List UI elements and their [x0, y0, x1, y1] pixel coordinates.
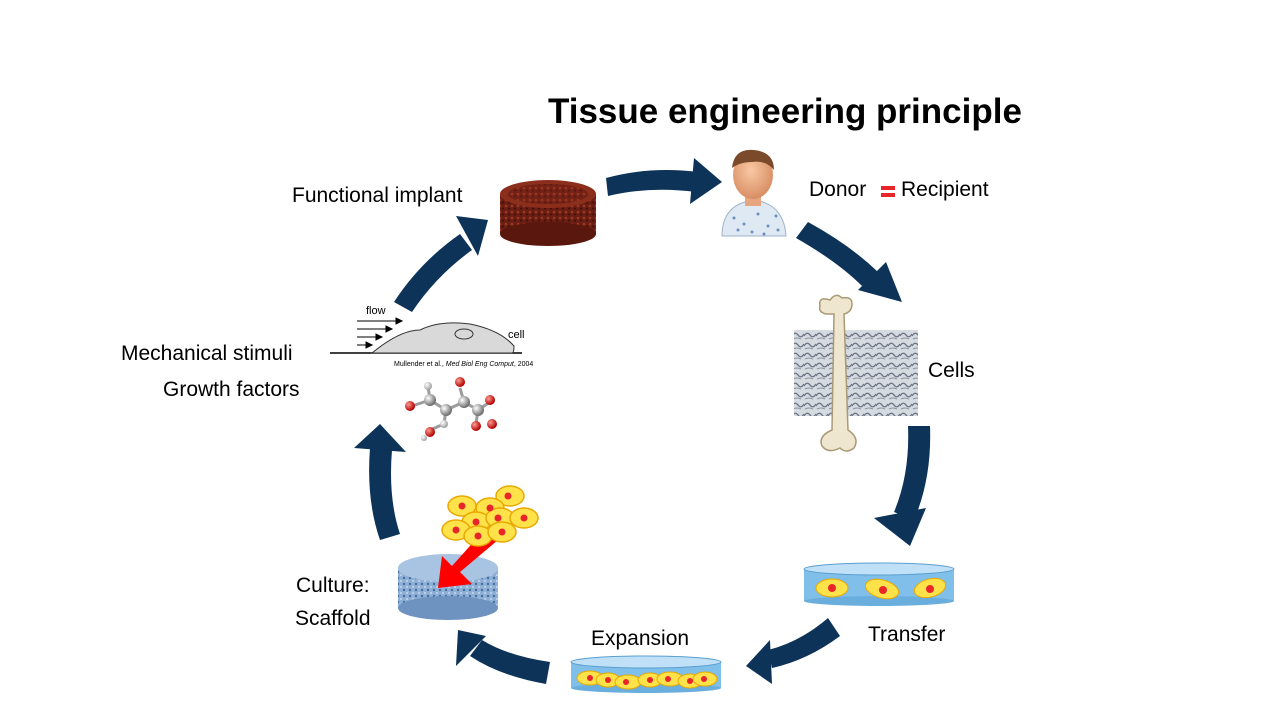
cell-label: cell	[508, 329, 525, 341]
patient-icon	[721, 149, 787, 237]
expansion-dish	[570, 655, 722, 693]
arrow-stimuli-to-implant	[394, 216, 488, 312]
mechanical-stimuli-label: Mechanical stimuli	[121, 342, 293, 365]
transfer-label: Transfer	[868, 623, 946, 646]
cycle-arrows	[354, 158, 931, 684]
implant-icon	[500, 180, 596, 246]
functional-implant-label: Functional implant	[292, 184, 463, 207]
arrow-transfer-to-expansion	[746, 618, 840, 684]
flow-inset: flow cell Mullender et al., Med Biol Eng…	[330, 305, 533, 368]
bone-icon	[818, 294, 857, 452]
citation: Mullender et al., Med Biol Eng Comput, 2…	[394, 361, 533, 368]
transfer-cells	[815, 577, 947, 600]
equals-icon	[881, 186, 895, 197]
arrow-cells-to-transfer	[874, 426, 931, 546]
molecule-icon	[405, 377, 497, 441]
transfer-dish	[803, 562, 955, 606]
scaffold-label: Scaffold	[295, 607, 371, 630]
flow-label: flow	[366, 305, 386, 317]
page-title: Tissue engineering principle	[548, 92, 1022, 131]
cell-cluster	[441, 485, 539, 547]
arrow-donor-to-cells	[796, 222, 902, 302]
cells-micrograph	[794, 330, 918, 416]
recipient-label: Recipient	[901, 178, 989, 201]
donor-label: Donor	[809, 178, 867, 201]
expansion-label: Expansion	[591, 627, 690, 650]
flow-arrows	[357, 317, 404, 349]
arrow-implant-to-donor	[606, 158, 722, 204]
arrow-expansion-to-scaffold	[456, 630, 550, 684]
culture-label: Culture:	[296, 574, 370, 597]
cells-label: Cells	[928, 359, 975, 382]
growth-factors-label: Growth factors	[163, 378, 300, 401]
arrow-scaffold-to-stimuli	[354, 424, 406, 540]
